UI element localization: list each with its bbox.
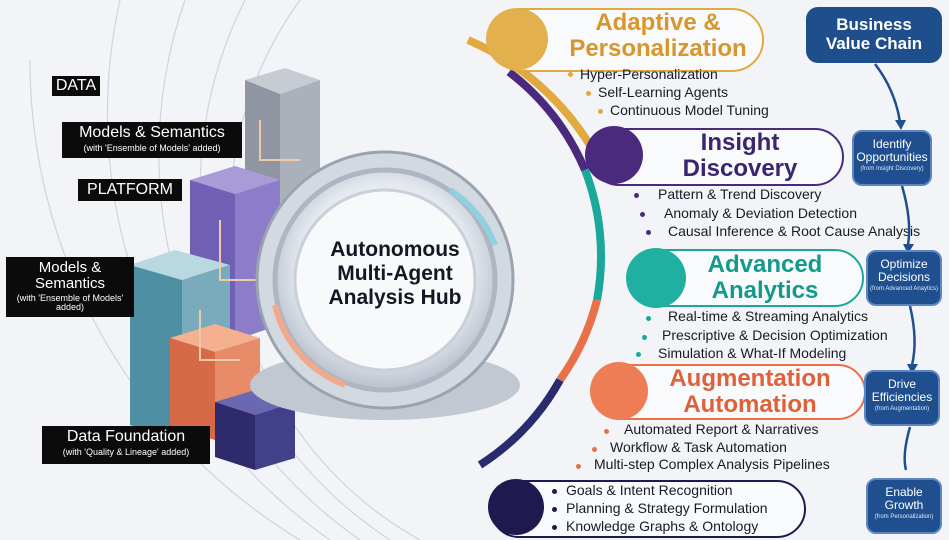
item-planning-strategy: Planning & Strategy Formulation: [566, 500, 768, 516]
title-insight-discovery: Insight Discovery: [655, 130, 825, 182]
dot-analytics: [626, 248, 686, 308]
label-models-semantics-mid: Models & Semantics (with 'Ensemble of Mo…: [6, 257, 134, 317]
title-analytics-line1: Advanced: [707, 251, 823, 278]
hub-graphic: [250, 150, 520, 420]
title-adaptive-line1: Adaptive &: [595, 9, 721, 36]
label-models-semantics-top: Models & Semantics (with 'Ensemble of Mo…: [62, 122, 242, 158]
title-augmentation-line1: Augmentation: [669, 365, 831, 392]
item-multi-step-pipelines: Multi-step Complex Analysis Pipelines: [594, 456, 830, 472]
bullet: [586, 91, 591, 96]
bullet: [642, 335, 647, 340]
bullet: [636, 352, 641, 357]
node-identify-line2: Opportunities: [856, 150, 928, 164]
arc-teal: [581, 168, 605, 301]
item-anomaly-deviation-detection: Anomaly & Deviation Detection: [664, 205, 857, 221]
title-advanced-analytics: Advanced Analytics: [690, 252, 840, 304]
bullet: [576, 464, 581, 469]
dot-foundation: [488, 479, 544, 535]
bullet: [634, 193, 639, 198]
node-identify-line1: Identify: [872, 137, 912, 151]
item-goals-intent: Goals & Intent Recognition: [566, 482, 733, 498]
label-data: DATA: [52, 76, 100, 96]
node-enable-line1: Enable: [885, 485, 923, 499]
node-optimize-line2: Decisions: [877, 270, 931, 284]
node-drive-line1: Drive: [887, 377, 916, 391]
title-augmentation-line2: Automation: [683, 391, 817, 418]
bullet: [646, 230, 651, 235]
label-models-semantics-top-title: Models & Semantics: [79, 124, 225, 141]
bullet: [640, 212, 645, 217]
bullet: [646, 316, 651, 321]
dot-insight: [585, 126, 643, 184]
item-real-time-streaming: Real-time & Streaming Analytics: [668, 308, 868, 324]
hub-title-line2: Multi-Agent: [337, 262, 453, 285]
value-chain-title1: Business: [836, 15, 912, 34]
item-self-learning-agents: Self-Learning Agents: [598, 84, 728, 100]
arc-orange: [556, 298, 601, 383]
hub-title: Autonomous Multi-Agent Analysis Hub: [300, 238, 490, 310]
item-pattern-trend-discovery: Pattern & Trend Discovery: [658, 186, 822, 202]
node-identify-sub: (from Insight Discovery): [860, 166, 924, 172]
title-analytics-line2: Analytics: [711, 277, 819, 304]
bullet: [592, 447, 597, 452]
value-chain-arrows: [874, 63, 918, 471]
item-automated-report: Automated Report & Narratives: [624, 421, 819, 437]
label-data-foundation-sub: (with 'Quality & Lineage' added): [62, 446, 190, 457]
value-chain-header: Business Value Chain: [806, 7, 942, 63]
node-drive-line2: Efficiencies: [871, 390, 933, 404]
dot-adaptive: [486, 8, 548, 70]
capsule-foundation-reasoning: [490, 480, 806, 538]
title-insight-line1: Insight: [700, 129, 780, 156]
label-data-foundation-title: Data Foundation: [66, 428, 186, 445]
node-identify-opportunities: Identify Opportunities (from Insight Dis…: [852, 130, 932, 186]
hub-title-line1: Autonomous: [330, 238, 460, 261]
label-models-semantics-mid-line1: Models &: [38, 259, 102, 276]
item-hyper-personalization: Hyper-Personalization: [580, 66, 718, 82]
platform-blocks: [130, 68, 320, 470]
bullet: [568, 72, 573, 77]
label-platform: PLATFORM: [78, 179, 182, 201]
node-drive-sub: (from Augmentation): [874, 406, 930, 412]
arc-navy: [477, 378, 564, 469]
title-insight-line2: Discovery: [682, 155, 798, 182]
label-models-semantics-mid-line2: Semantics: [34, 274, 106, 292]
item-simulation-what-if: Simulation & What-If Modeling: [658, 345, 847, 361]
node-drive-efficiencies: Drive Efficiencies (from Augmentation): [864, 370, 940, 426]
label-models-semantics-mid-sub2: added): [55, 301, 85, 312]
title-augmentation-automation: Augmentation Automation: [650, 366, 850, 418]
label-models-semantics-mid-sub1: (with 'Ensemble of Models': [16, 292, 124, 303]
hub-title-line3: Analysis Hub: [328, 286, 462, 309]
node-enable-line2: Growth: [884, 498, 924, 512]
item-workflow-task-automation: Workflow & Task Automation: [610, 439, 787, 455]
bullet: [552, 507, 557, 512]
bullet: [552, 489, 557, 494]
arc-purple: [506, 68, 589, 172]
title-adaptive-personalization: Adaptive & Personalization: [548, 10, 768, 62]
label-data-foundation: Data Foundation (with 'Quality & Lineage…: [42, 426, 210, 464]
bullet: [604, 429, 609, 434]
node-optimize-sub: (from Advanced Anaytics): [869, 286, 939, 292]
dot-augmentation: [590, 362, 648, 420]
value-chain-title2: Value Chain: [825, 34, 923, 53]
bullet: [598, 109, 603, 114]
item-knowledge-graphs: Knowledge Graphs & Ontology: [566, 518, 759, 534]
node-enable-growth: Enable Growth (from Personalization): [866, 478, 942, 534]
label-models-semantics-top-sub: (with 'Ensemble of Models' added): [83, 142, 221, 153]
item-continuous-model-tuning: Continuous Model Tuning: [610, 102, 769, 118]
node-enable-sub: (from Personalization): [874, 514, 934, 520]
label-data-text: DATA: [55, 77, 97, 94]
title-adaptive-line2: Personalization: [569, 35, 747, 62]
label-platform-text: PLATFORM: [87, 181, 173, 198]
item-causal-inference: Causal Inference & Root Cause Analysis: [668, 223, 921, 239]
node-optimize-line1: Optimize: [880, 257, 928, 271]
item-prescriptive-decision: Prescriptive & Decision Optimization: [662, 327, 888, 343]
node-optimize-decisions: Optimize Decisions (from Advanced Anayti…: [866, 250, 942, 306]
bullet: [552, 525, 557, 530]
